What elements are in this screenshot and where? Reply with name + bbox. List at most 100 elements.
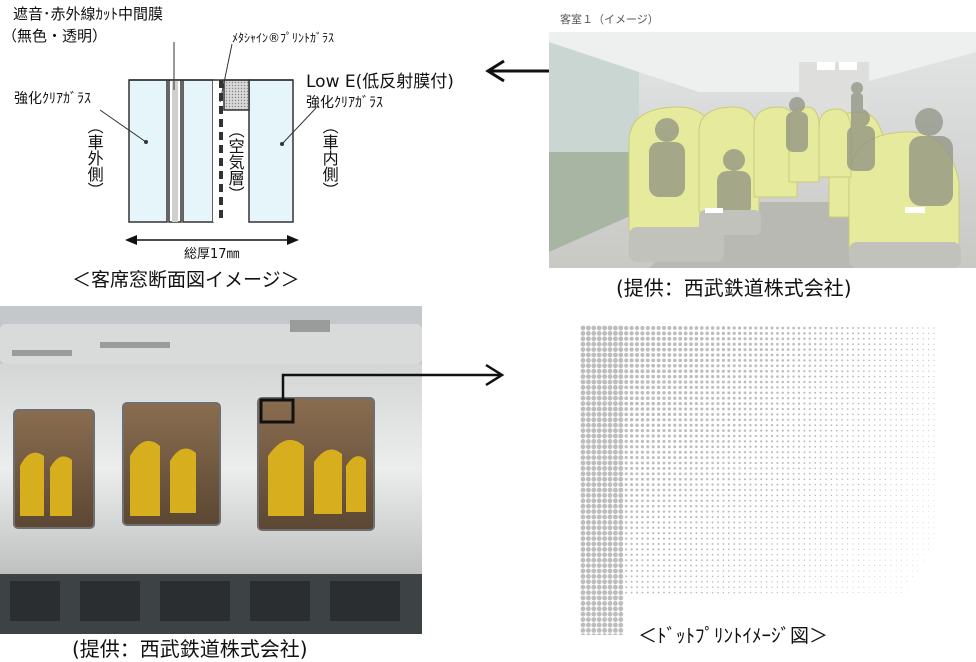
print-dot [656,347,661,352]
print-dot [689,347,693,352]
print-dot [776,424,779,427]
print-dot [694,369,699,373]
print-dot [706,483,709,486]
print-dot [651,504,655,508]
print-dot [607,617,613,622]
print-dot [716,347,720,352]
print-dot [695,505,698,508]
print-dot [901,548,903,550]
print-dot [797,434,801,438]
print-dot [711,472,714,476]
print-dot [820,575,822,577]
print-dot [656,331,661,336]
print-dot [607,331,613,336]
print-dot [765,559,768,561]
print-dot [787,418,790,421]
print-dot [580,341,586,347]
print-dot [684,407,688,411]
print-dot [678,364,682,368]
print-dot [884,467,887,470]
print-dot [874,505,876,507]
print-dot [803,342,806,346]
print-dot [895,327,898,329]
print-dot [711,440,714,443]
print-dot [607,390,613,396]
print-dot [906,473,908,475]
print-dot [618,368,624,374]
print-dot [749,510,752,513]
print-dot [580,525,586,531]
print-dot [738,375,742,379]
print-dot [884,370,887,372]
print-dot [776,342,779,346]
print-dot [580,633,586,635]
print-dot [635,488,639,492]
print-dot [602,449,607,455]
print-dot [922,538,924,539]
print-dot [738,353,742,357]
print-dot [814,500,816,502]
print-dot [792,494,795,497]
print-dot [717,575,719,578]
print-dot [728,591,730,594]
print-dot [684,548,687,551]
print-dot [602,574,607,579]
print-dot [690,591,692,594]
print-dot [754,331,758,335]
print-dot [743,331,747,335]
print-dot [596,341,602,347]
print-dot [809,532,811,534]
print-dot [814,510,816,513]
print-dot [884,484,886,486]
print-dot [640,380,645,384]
print-dot [580,514,586,520]
print-dot [618,347,624,352]
print-dot [678,342,683,347]
print-dot [797,348,801,351]
print-dot [798,516,800,518]
print-dot [814,380,817,384]
print-dot [933,386,935,388]
print-dot [857,592,859,594]
print-dot [732,342,736,346]
print-dot [917,538,919,539]
print-dot [922,467,924,469]
print-dot [727,559,730,562]
print-dot [928,413,930,415]
print-dot [890,381,892,383]
print-dot [602,422,607,428]
print-dot [749,413,752,416]
print-dot [607,471,613,477]
print-dot [657,504,660,508]
print-dot [781,521,784,524]
print-dot [722,515,725,519]
print-dot [890,521,892,523]
print-dot [738,385,742,389]
print-dot [602,633,607,635]
print-dot [863,575,865,577]
print-dot [640,347,645,352]
print-dot [607,406,613,412]
print-dot [738,521,741,524]
print-dot [781,499,784,502]
print-dot [602,601,607,606]
print-dot [782,548,784,551]
print-dot [596,471,602,477]
print-dot [792,462,795,464]
print-dot [749,396,752,400]
print-dot [700,461,704,465]
print-dot [873,408,876,410]
print-dot [580,611,586,617]
print-dot [586,422,591,428]
print-dot [917,348,919,351]
print-dot [803,478,806,481]
print-dot [928,511,930,513]
print-dot [900,365,903,367]
print-dot [803,543,806,545]
print-dot [792,397,795,400]
print-dot [798,559,800,561]
print-dot [645,374,650,379]
print-dot [841,402,844,405]
print-dot [695,586,698,589]
print-dot [716,434,720,438]
